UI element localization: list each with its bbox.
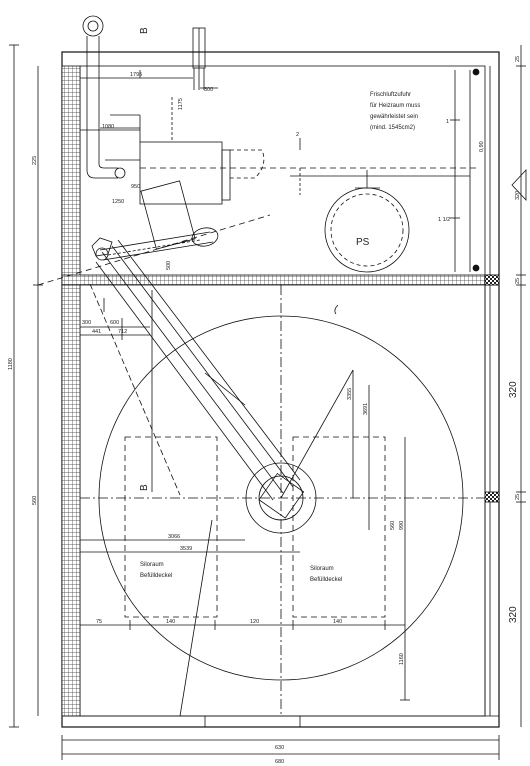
stairs-marker: 2	[296, 132, 299, 138]
corner-post-top	[484, 274, 500, 286]
dim-990: 990	[399, 521, 405, 530]
dim-320-mid: 320	[508, 381, 519, 398]
dimension-labels: 1795 300 1175 1080 1250 950 500 300 600 …	[8, 56, 521, 765]
dim-25b: 25	[515, 278, 521, 284]
dim-3691: 3691	[363, 403, 369, 415]
dim-25c: 25	[515, 494, 521, 500]
dim-1180: 1180	[8, 358, 14, 370]
dim-row-712: 712	[118, 329, 127, 335]
corner-post-mid	[484, 491, 500, 503]
boiler	[139, 141, 223, 205]
inner-wall	[79, 65, 486, 717]
fresh-air-line-1: Frischluftzufuhr	[370, 92, 411, 98]
dim-row-300: 300	[82, 320, 91, 326]
section-b-mid: B	[139, 484, 150, 491]
fill-hatch-left	[124, 436, 218, 618]
silo-right-line-1: Siloraum	[310, 566, 334, 572]
dim-120: 120	[250, 619, 259, 625]
dim-1175: 1175	[178, 98, 184, 110]
fresh-air-line-3: gewährleistet sein	[370, 114, 418, 120]
silo-left-line-2: Befülldeckel	[140, 573, 172, 579]
dim-950: 950	[131, 184, 140, 190]
dim-75: 75	[96, 619, 102, 625]
dim-500: 500	[166, 261, 172, 270]
silo-right-line-2: Befülldeckel	[310, 577, 342, 583]
dim-225: 225	[32, 156, 38, 165]
dim-320-bot: 320	[508, 606, 519, 623]
storage-tank-label: PS	[356, 237, 370, 248]
dim-3066: 3066	[168, 534, 180, 540]
dim-3539: 3539	[180, 546, 192, 552]
fresh-air-note: Frischluftzufuhr für Heizraum muss gewäh…	[370, 92, 420, 131]
vent-1-2: 1 1/2	[438, 217, 450, 223]
dim-3355: 3355	[347, 388, 353, 400]
dim-v-560: 560	[390, 521, 396, 530]
fresh-air-line-2: für Heizraum muss	[370, 103, 420, 109]
dim-630: 630	[275, 745, 284, 751]
silo-left-line-1: Siloraum	[140, 562, 164, 568]
dim-1160: 1160	[399, 653, 405, 665]
dim-680: 680	[275, 759, 284, 765]
outer-wall	[61, 51, 500, 728]
dim-1080: 1080	[102, 124, 114, 130]
dim-560: 560	[32, 496, 38, 505]
dim-row-441: 441	[92, 329, 101, 335]
chimney-top	[82, 15, 104, 37]
fresh-air-line-4: (mind. 1545cm2)	[370, 125, 415, 131]
dim-1250: 1250	[112, 199, 124, 205]
dim-1795: 1795	[130, 72, 142, 78]
dim-25a: 25	[515, 56, 521, 62]
fill-hatch-right	[292, 436, 386, 618]
dim-320-top: 320	[515, 191, 521, 200]
dim-300: 300	[204, 87, 213, 93]
dim-140b: 140	[333, 619, 342, 625]
divider-wall	[61, 274, 500, 286]
left-wall-hatch	[61, 65, 81, 717]
side-label: 0,90	[479, 141, 485, 152]
dim-140a: 140	[166, 619, 175, 625]
storage-tank	[324, 187, 410, 273]
section-b-top: B	[139, 27, 150, 34]
dim-row-600: 600	[110, 320, 119, 326]
vent-1: 1	[446, 119, 449, 125]
